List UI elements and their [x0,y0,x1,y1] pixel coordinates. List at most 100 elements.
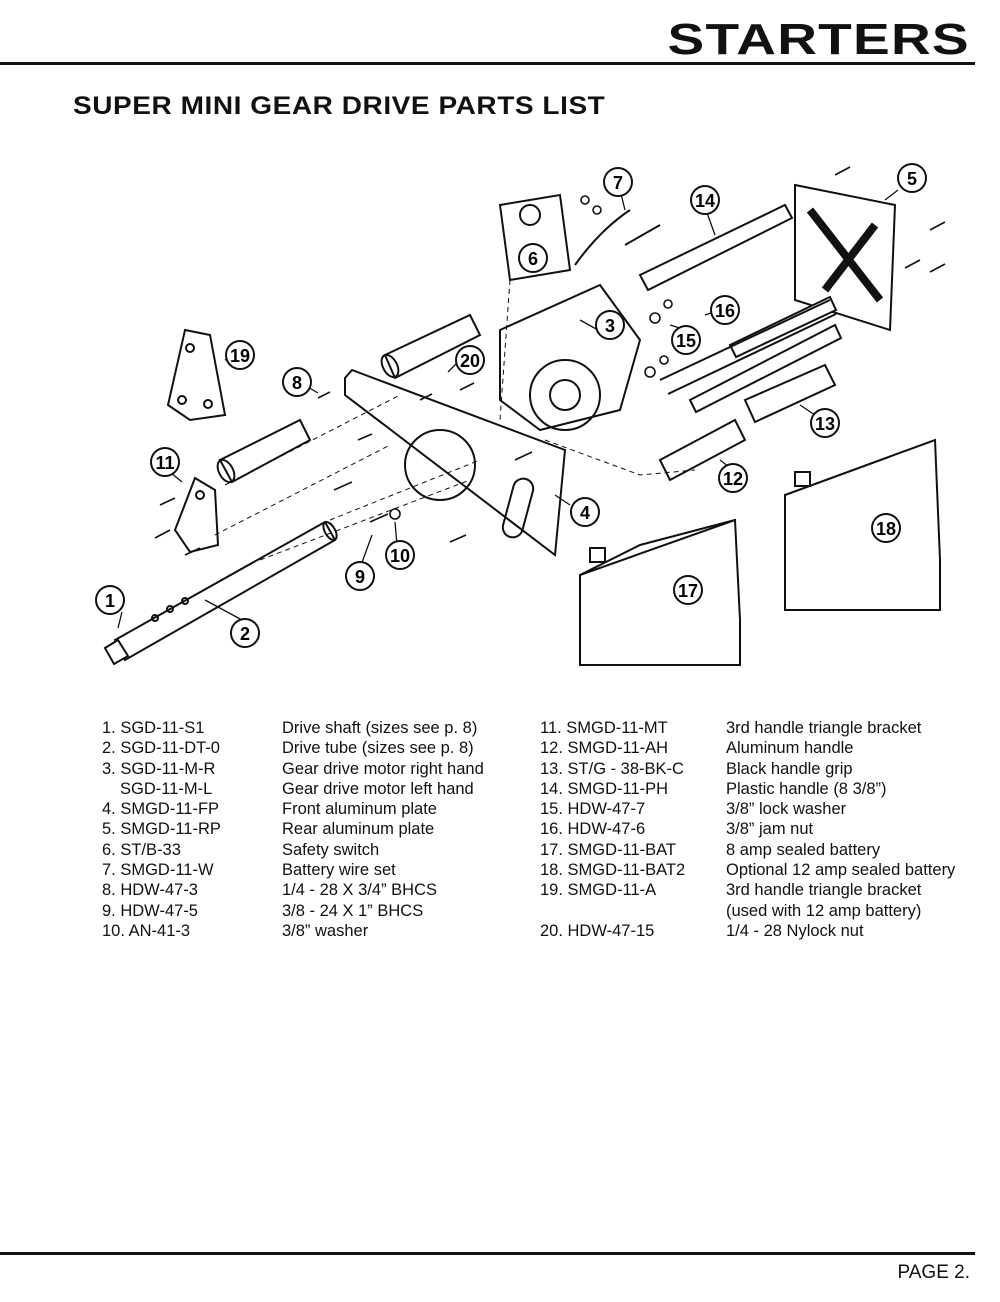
part-number: 2. SGD-11-DT-0 [102,739,220,758]
part-description: 3/8” lock washer [726,800,847,819]
parts-row: 20. HDW-47-15 1/4 - 28 Nylock nut [540,921,955,941]
footer-divider [0,1252,975,1255]
parts-row: 12. SMGD-11-AH Aluminum handle [540,738,955,758]
exploded-parts-diagram: 1 2 3 4 5 6 7 8 9 10 11 12 13 14 15 16 1… [95,163,946,666]
part-number: 12. SMGD-11-AH [540,739,669,758]
svg-text:8: 8 [292,373,302,393]
part-number: 6. ST/B-33 [102,840,181,859]
part-description: 1/4 - 28 X 3/4” BHCS [282,881,437,900]
part-description: Battery wire set [282,861,396,880]
part-number: 20. HDW-47-15 [540,921,655,940]
battery-8-amp [579,518,741,666]
callout-1: 1 [95,585,125,615]
part-number: 13. ST/G - 38-BK-C [540,759,684,778]
part-description: Aluminum handle [726,739,854,758]
svg-text:10: 10 [390,546,410,566]
parts-list-left: 1. SGD-11-S1 Drive shaft (sizes see p. 8)… [102,718,484,941]
part-number [540,901,726,921]
handle-grip-top [383,313,482,380]
battery-12-amp [784,438,941,611]
callout-12: 12 [718,463,748,493]
part-number: SGD-11-M-L [120,779,213,798]
svg-text:6: 6 [528,249,538,269]
callout-13: 13 [810,408,840,438]
part-description: 3/8 - 24 X 1” BHCS [282,901,424,920]
callout-6: 6 [518,243,548,273]
callout-14: 14 [690,185,720,215]
part-number: 10. AN-41-3 [102,921,191,940]
part-description: Front aluminum plate [282,800,437,819]
parts-row: 15. HDW-47-7 3/8” lock washer [540,799,955,819]
callout-19: 19 [225,340,255,370]
part-description: Plastic handle (8 3/8”) [726,779,887,798]
parts-row: 4. SMGD-11-FP Front aluminum plate [102,799,484,819]
battery-wire [574,209,661,266]
callout-18: 18 [871,513,901,543]
svg-text:7: 7 [613,173,623,193]
svg-text:4: 4 [580,503,590,523]
part-description: Safety switch [282,840,380,859]
parts-row: 8. HDW-47-3 1/4 - 28 X 3/4” BHCS [102,880,484,900]
page-heading: SUPER MINI GEAR DRIVE PARTS LIST [73,92,606,120]
part-description: 3/8” jam nut [726,820,814,839]
part-description: Drive tube (sizes see p. 8) [282,739,474,758]
svg-text:2: 2 [240,624,250,644]
part-description: Drive shaft (sizes see p. 8) [282,719,478,737]
parts-row: 18. SMGD-11-BAT2 Optional 12 amp sealed b… [540,860,955,880]
safety-switch [498,193,572,282]
part-number: 8. HDW-47-3 [102,881,198,900]
svg-text:14: 14 [695,191,715,211]
parts-row: 6. ST/B-33 Safety switch [102,840,484,860]
svg-text:16: 16 [715,301,735,321]
part-number: 4. SMGD-11-FP [102,800,220,819]
hardware-bolts [154,166,946,556]
parts-row: 13. ST/G - 38-BK-C Black handle grip [540,759,955,779]
part-number: 5. SMGD-11-RP [102,820,221,839]
callout-11: 11 [150,447,180,477]
header-divider [0,62,975,65]
svg-text:20: 20 [460,351,480,371]
callout-20: 20 [455,345,485,375]
svg-text:17: 17 [678,581,698,601]
part-description: Gear drive motor left hand [282,779,474,798]
triangle-bracket-lower [173,476,220,554]
drive-shaft-tip [103,638,130,666]
part-description: Gear drive motor right hand [282,759,484,778]
parts-row: SGD-11-M-L Gear drive motor left hand [102,779,484,799]
part-description: 1/4 - 28 Nylock nut [726,921,864,940]
svg-text:5: 5 [907,169,917,189]
callout-4: 4 [570,497,600,527]
plastic-handle [638,203,794,292]
parts-row: 2. SGD-11-DT-0 Drive tube (sizes see p. 8… [102,738,484,758]
page-header-title: STARTERS [667,15,970,64]
callout-8: 8 [282,367,312,397]
part-description: Optional 12 amp sealed battery [726,861,956,880]
part-number: 19. SMGD-11-A [540,881,657,900]
parts-row: 3. SGD-11-M-R Gear drive motor right hand [102,759,484,779]
parts-row: 14. SMGD-11-PH Plastic handle (8 3/8”) [540,779,955,799]
assembly-lines [214,279,696,561]
part-number: 15. HDW-47-7 [540,800,646,819]
part-number: 3. SGD-11-M-R [102,759,216,778]
callout-5: 5 [897,163,927,193]
svg-text:18: 18 [876,519,896,539]
parts-row: 1. SGD-11-S1 Drive shaft (sizes see p. 8) [102,718,484,738]
svg-text:1: 1 [105,591,115,611]
callout-3: 3 [595,310,625,340]
drive-tube [113,520,337,662]
part-number: 18. SMGD-11-BAT2 [540,861,686,880]
svg-text:11: 11 [155,453,174,473]
aluminum-handle [658,418,747,482]
callout-7: 7 [603,167,633,197]
part-number: 1. SGD-11-S1 [102,719,205,737]
part-description: Black handle grip [726,759,853,778]
callout-17: 17 [673,575,703,605]
part-number: 14. SMGD-11-PH [540,779,669,798]
svg-text:12: 12 [723,469,743,489]
